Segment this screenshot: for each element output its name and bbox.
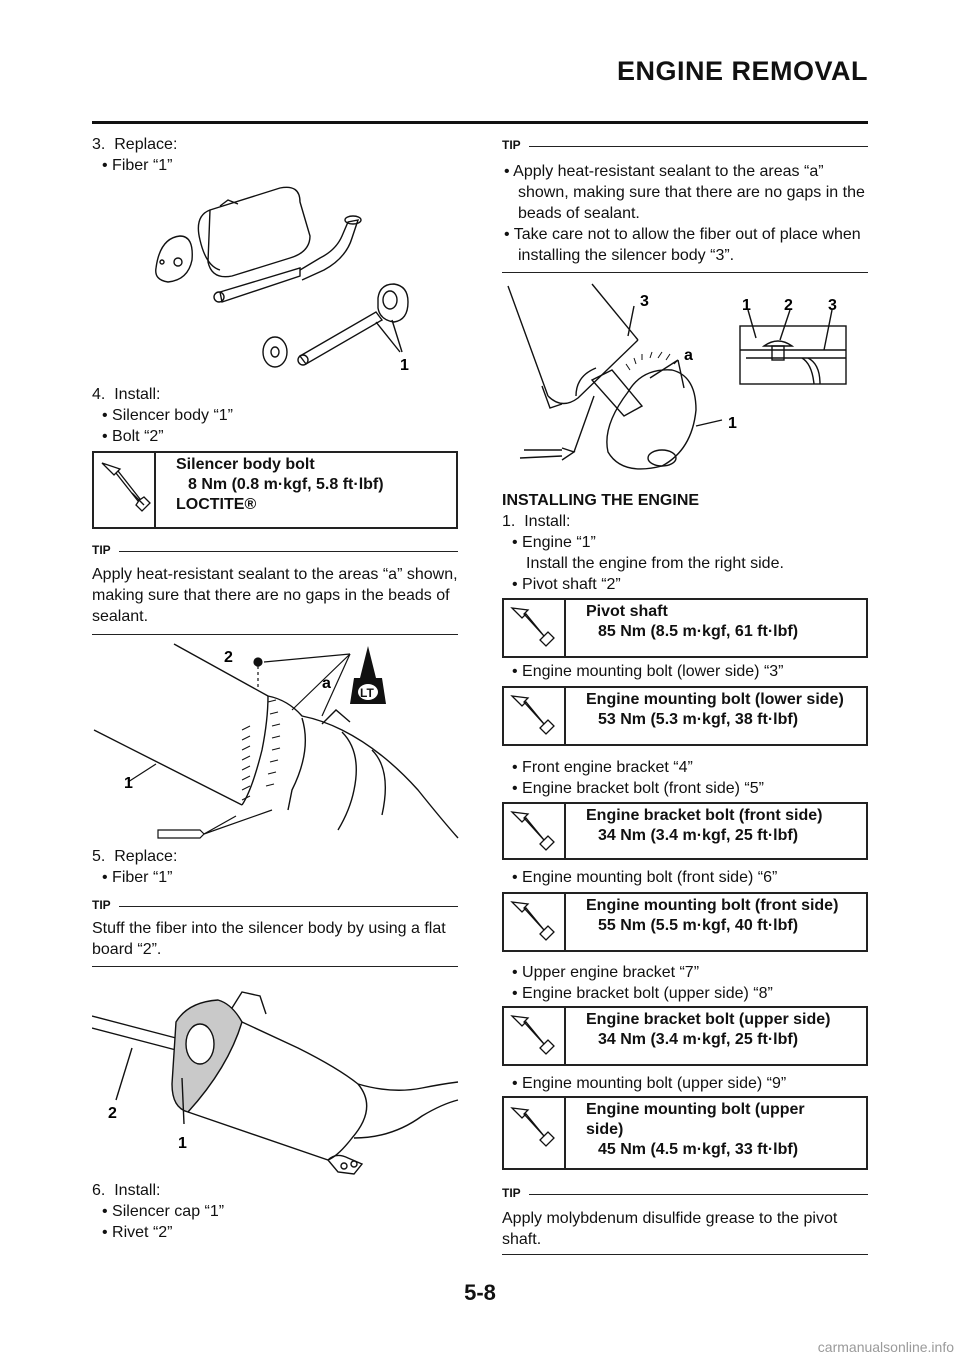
callout-1: 1	[400, 357, 409, 374]
torque-box-silencer-bolt: Silencer body bolt 8 Nm (0.8 m·kgf, 5.8 …	[92, 451, 458, 529]
figure-sealant: LT 2 a 1	[93, 643, 459, 839]
install-item-pivot: • Pivot shaft “2”	[512, 576, 621, 593]
torque-name: Pivot shaft	[586, 603, 668, 620]
item-front-bracket-bolt: • Engine bracket bolt (front side) “5”	[512, 780, 764, 797]
tip-text: Apply molybdenum disulfide grease to the…	[502, 1210, 838, 1248]
callout-a: a	[684, 347, 693, 364]
torque-name: Engine mounting bolt (lower side)	[586, 691, 844, 708]
watermark: carmanualsonline.info	[817, 1339, 954, 1355]
torque-name-line-1: Engine mounting bolt (upper	[586, 1101, 805, 1118]
torque-box-pivot-shaft: Pivot shaft 85 Nm (8.5 m·kgf, 61 ft·lbf)	[502, 598, 868, 658]
header-rule	[92, 121, 868, 124]
torque-box-front-mount: Engine mounting bolt (front side) 55 Nm …	[502, 892, 868, 952]
tip-header: TIP	[92, 894, 458, 915]
step-5-item: • Fiber “1”	[102, 869, 173, 886]
tip-item-1: • Apply heat-resistant sealant to the ar…	[504, 163, 865, 222]
item-upper-bracket: • Upper engine bracket “7”	[512, 964, 700, 981]
torque-name: Silencer body bolt	[176, 456, 315, 473]
torque-wrench-icon	[94, 453, 156, 527]
torque-box-upper-mount: Engine mounting bolt (upper side) 45 Nm …	[502, 1096, 868, 1170]
item-front-bracket: • Front engine bracket “4”	[512, 759, 693, 776]
torque-value: 85 Nm (8.5 m·kgf, 61 ft·lbf)	[598, 623, 799, 640]
tip-text: Stuff the fiber into the silencer body b…	[92, 920, 446, 958]
torque-name: Engine mounting bolt (front side)	[586, 897, 839, 914]
figure-silencer-install: 3 a 1 1 2 3	[507, 283, 847, 470]
install-item-engine: • Engine “1”	[512, 534, 596, 551]
tip-item-2: • Take care not to allow the fiber out o…	[504, 226, 861, 264]
install-note: Install the engine from the right side.	[526, 555, 784, 572]
step-4-item-2: • Bolt “2”	[102, 428, 164, 445]
item-upper-mount-bolt: • Engine mounting bolt (upper side) “9”	[512, 1075, 787, 1092]
torque-value: 55 Nm (5.5 m·kgf, 40 ft·lbf)	[598, 917, 799, 934]
tip-rule	[502, 272, 868, 273]
torque-name: Engine bracket bolt (upper side)	[586, 1011, 831, 1028]
torque-wrench-icon	[504, 688, 566, 744]
torque-wrench-icon	[504, 894, 566, 950]
torque-wrench-icon	[504, 600, 566, 656]
torque-wrench-icon	[504, 804, 566, 858]
torque-wrench-icon	[504, 1098, 566, 1168]
tip-header: TIP	[502, 1182, 868, 1203]
torque-value: 53 Nm (5.3 m·kgf, 38 ft·lbf)	[598, 711, 799, 728]
torque-box-front-bracket: Engine bracket bolt (front side) 34 Nm (…	[502, 802, 868, 860]
tip-rule	[92, 634, 458, 635]
tip-header: TIP	[502, 134, 868, 155]
callout-1: 1	[178, 1135, 187, 1152]
torque-extra: LOCTITE®	[176, 496, 257, 513]
callout-2: 2	[224, 649, 233, 666]
tip-rule	[92, 966, 458, 967]
tip-text: Apply heat-resistant sealant to the area…	[92, 566, 458, 625]
torque-name: Engine bracket bolt (front side)	[586, 807, 823, 824]
torque-value: 34 Nm (3.4 m·kgf, 25 ft·lbf)	[598, 1031, 799, 1048]
torque-box-lower-mount: Engine mounting bolt (lower side) 53 Nm …	[502, 686, 868, 746]
figure-fiber-stuffing: 2 1	[92, 991, 459, 1175]
callout-1: 1	[124, 775, 133, 792]
inset-callout-1: 1	[742, 297, 751, 314]
step-4-item-1: • Silencer body “1”	[102, 407, 233, 424]
tip-rule	[502, 1254, 868, 1255]
torque-box-upper-bracket: Engine bracket bolt (upper side) 34 Nm (…	[502, 1006, 868, 1066]
item-lower-bolt: • Engine mounting bolt (lower side) “3”	[512, 663, 784, 680]
step-5: 5. Replace:	[92, 848, 178, 865]
lt-badge-text: LT	[360, 686, 374, 700]
callout-a: a	[322, 675, 331, 692]
torque-name-line-2: side)	[586, 1121, 624, 1138]
torque-value: 8 Nm (0.8 m·kgf, 5.8 ft·lbf)	[188, 476, 384, 493]
section-title: INSTALLING THE ENGINE	[502, 492, 700, 509]
step-3: 3. Replace:	[92, 136, 178, 153]
torque-value: 34 Nm (3.4 m·kgf, 25 ft·lbf)	[598, 827, 799, 844]
step-6: 6. Install:	[92, 1182, 161, 1199]
tip-header: TIP	[92, 539, 458, 560]
item-front-mount-bolt: • Engine mounting bolt (front side) “6”	[512, 869, 778, 886]
callout-1: 1	[728, 415, 737, 432]
page-number: 5-8	[464, 1280, 496, 1305]
inset-callout-3: 3	[828, 297, 837, 314]
step-4: 4. Install:	[92, 386, 161, 403]
step-6-item-1: • Silencer cap “1”	[102, 1203, 225, 1220]
install-step-1: 1. Install:	[502, 513, 571, 530]
step-6-item-2: • Rivet “2”	[102, 1224, 173, 1241]
page-title: ENGINE REMOVAL	[616, 56, 868, 86]
callout-2: 2	[108, 1105, 117, 1122]
figure-silencer-parts: 1	[155, 186, 409, 374]
step-3-item: • Fiber “1”	[102, 157, 173, 174]
torque-wrench-icon	[504, 1008, 566, 1064]
item-upper-bracket-bolt: • Engine bracket bolt (upper side) “8”	[512, 985, 773, 1002]
torque-value: 45 Nm (4.5 m·kgf, 33 ft·lbf)	[598, 1141, 799, 1158]
callout-3: 3	[640, 293, 649, 310]
inset-callout-2: 2	[784, 297, 793, 314]
